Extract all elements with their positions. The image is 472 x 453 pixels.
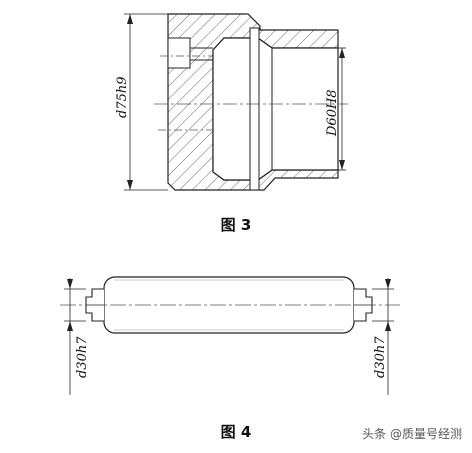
dim-bore-diameter: D60H8 bbox=[325, 89, 340, 137]
dim-left-journal: d30h7 bbox=[75, 336, 90, 378]
sleeve-bore bbox=[212, 37, 339, 181]
dim-outer-diameter: d75h9 bbox=[115, 76, 130, 118]
figure4-pin: d30h7 d30h7 bbox=[60, 276, 400, 395]
dim-right-journal: d30h7 bbox=[373, 336, 388, 378]
figure4-caption: 图 4 bbox=[220, 423, 252, 441]
radial-hole bbox=[167, 37, 191, 69]
figure3-caption: 图 3 bbox=[220, 216, 252, 234]
snap-ring-groove bbox=[249, 27, 260, 191]
watermark: 头条 @质量号经测 bbox=[362, 427, 462, 441]
figure3-sleeve: d75h9 D60H8 bbox=[115, 13, 348, 191]
